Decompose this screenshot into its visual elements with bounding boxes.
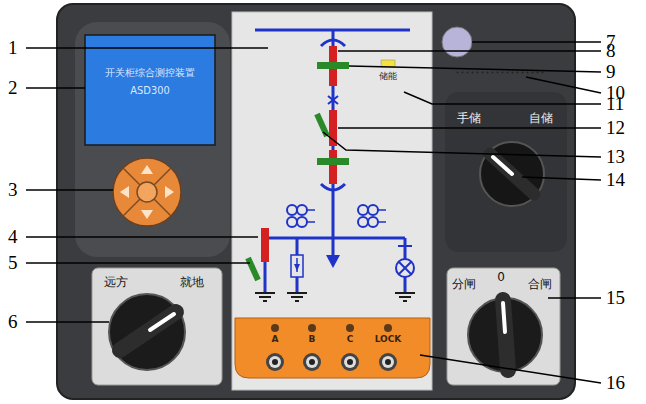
panel-text: 远方	[104, 275, 128, 289]
panel-text: LOCK	[368, 334, 408, 345]
storage-knob-panel: 手储 自储	[445, 92, 567, 252]
arrow-keypad	[113, 158, 181, 226]
panel-text: B	[292, 334, 332, 345]
left-panel	[75, 22, 230, 257]
callout-number: 8	[606, 40, 616, 62]
callout-number: 9	[606, 61, 616, 83]
remote-local-knob	[109, 294, 185, 370]
panel-text: ASD300	[85, 85, 215, 97]
callout-number: 12	[606, 117, 625, 139]
panel-text: 手储	[457, 111, 481, 125]
single-line-diagram	[255, 30, 414, 292]
mode-knob-plate: 远方 就地	[92, 268, 222, 385]
callout-number: 14	[606, 169, 625, 191]
earth-symbols	[255, 293, 415, 301]
callout-number: 15	[606, 287, 625, 309]
mimic-panel	[232, 12, 432, 390]
lcd-screen	[85, 35, 215, 145]
callout-number: 16	[606, 372, 625, 394]
feeder-arrow	[326, 255, 340, 268]
indicator-label: 储能	[379, 70, 397, 83]
storage-led	[381, 60, 395, 67]
leader-lines	[26, 42, 601, 383]
callout-number: 6	[8, 311, 18, 333]
test-sockets	[266, 324, 397, 371]
callout-number: 3	[8, 179, 18, 201]
test-socket-panel: ABCLOCK	[235, 318, 430, 378]
switch-knob-plate: 分闸 0 合闸	[447, 268, 560, 385]
storage-knob	[480, 142, 544, 206]
storage-panel	[445, 92, 567, 252]
panel-text: A	[255, 334, 295, 345]
test-socket-panel	[235, 318, 430, 378]
panel-text: 分闸	[452, 277, 476, 291]
arrester-arrow	[294, 264, 300, 271]
open-close-knob	[468, 298, 542, 372]
lcd-screen: 开关柜综合测控装置 ASD300	[85, 35, 215, 145]
panel-text: 0	[495, 270, 507, 284]
callout-number: 4	[8, 226, 18, 248]
indicator-light	[442, 27, 472, 57]
panel-text: 开关柜综合测控装置	[85, 67, 215, 79]
callout-number: 1	[8, 37, 18, 59]
device-housing	[57, 4, 575, 399]
panel-text: 合闸	[528, 277, 552, 291]
panel-text: C	[330, 334, 370, 345]
callout-number: 13	[606, 146, 625, 168]
panel-text: 自储	[529, 111, 553, 125]
panel-text: 就地	[180, 275, 204, 289]
breaker-indicators	[248, 46, 349, 280]
callout-number: 5	[8, 252, 18, 274]
callout-number: 11	[606, 93, 624, 115]
callout-number: 2	[8, 77, 18, 99]
knob-plate	[92, 268, 222, 385]
